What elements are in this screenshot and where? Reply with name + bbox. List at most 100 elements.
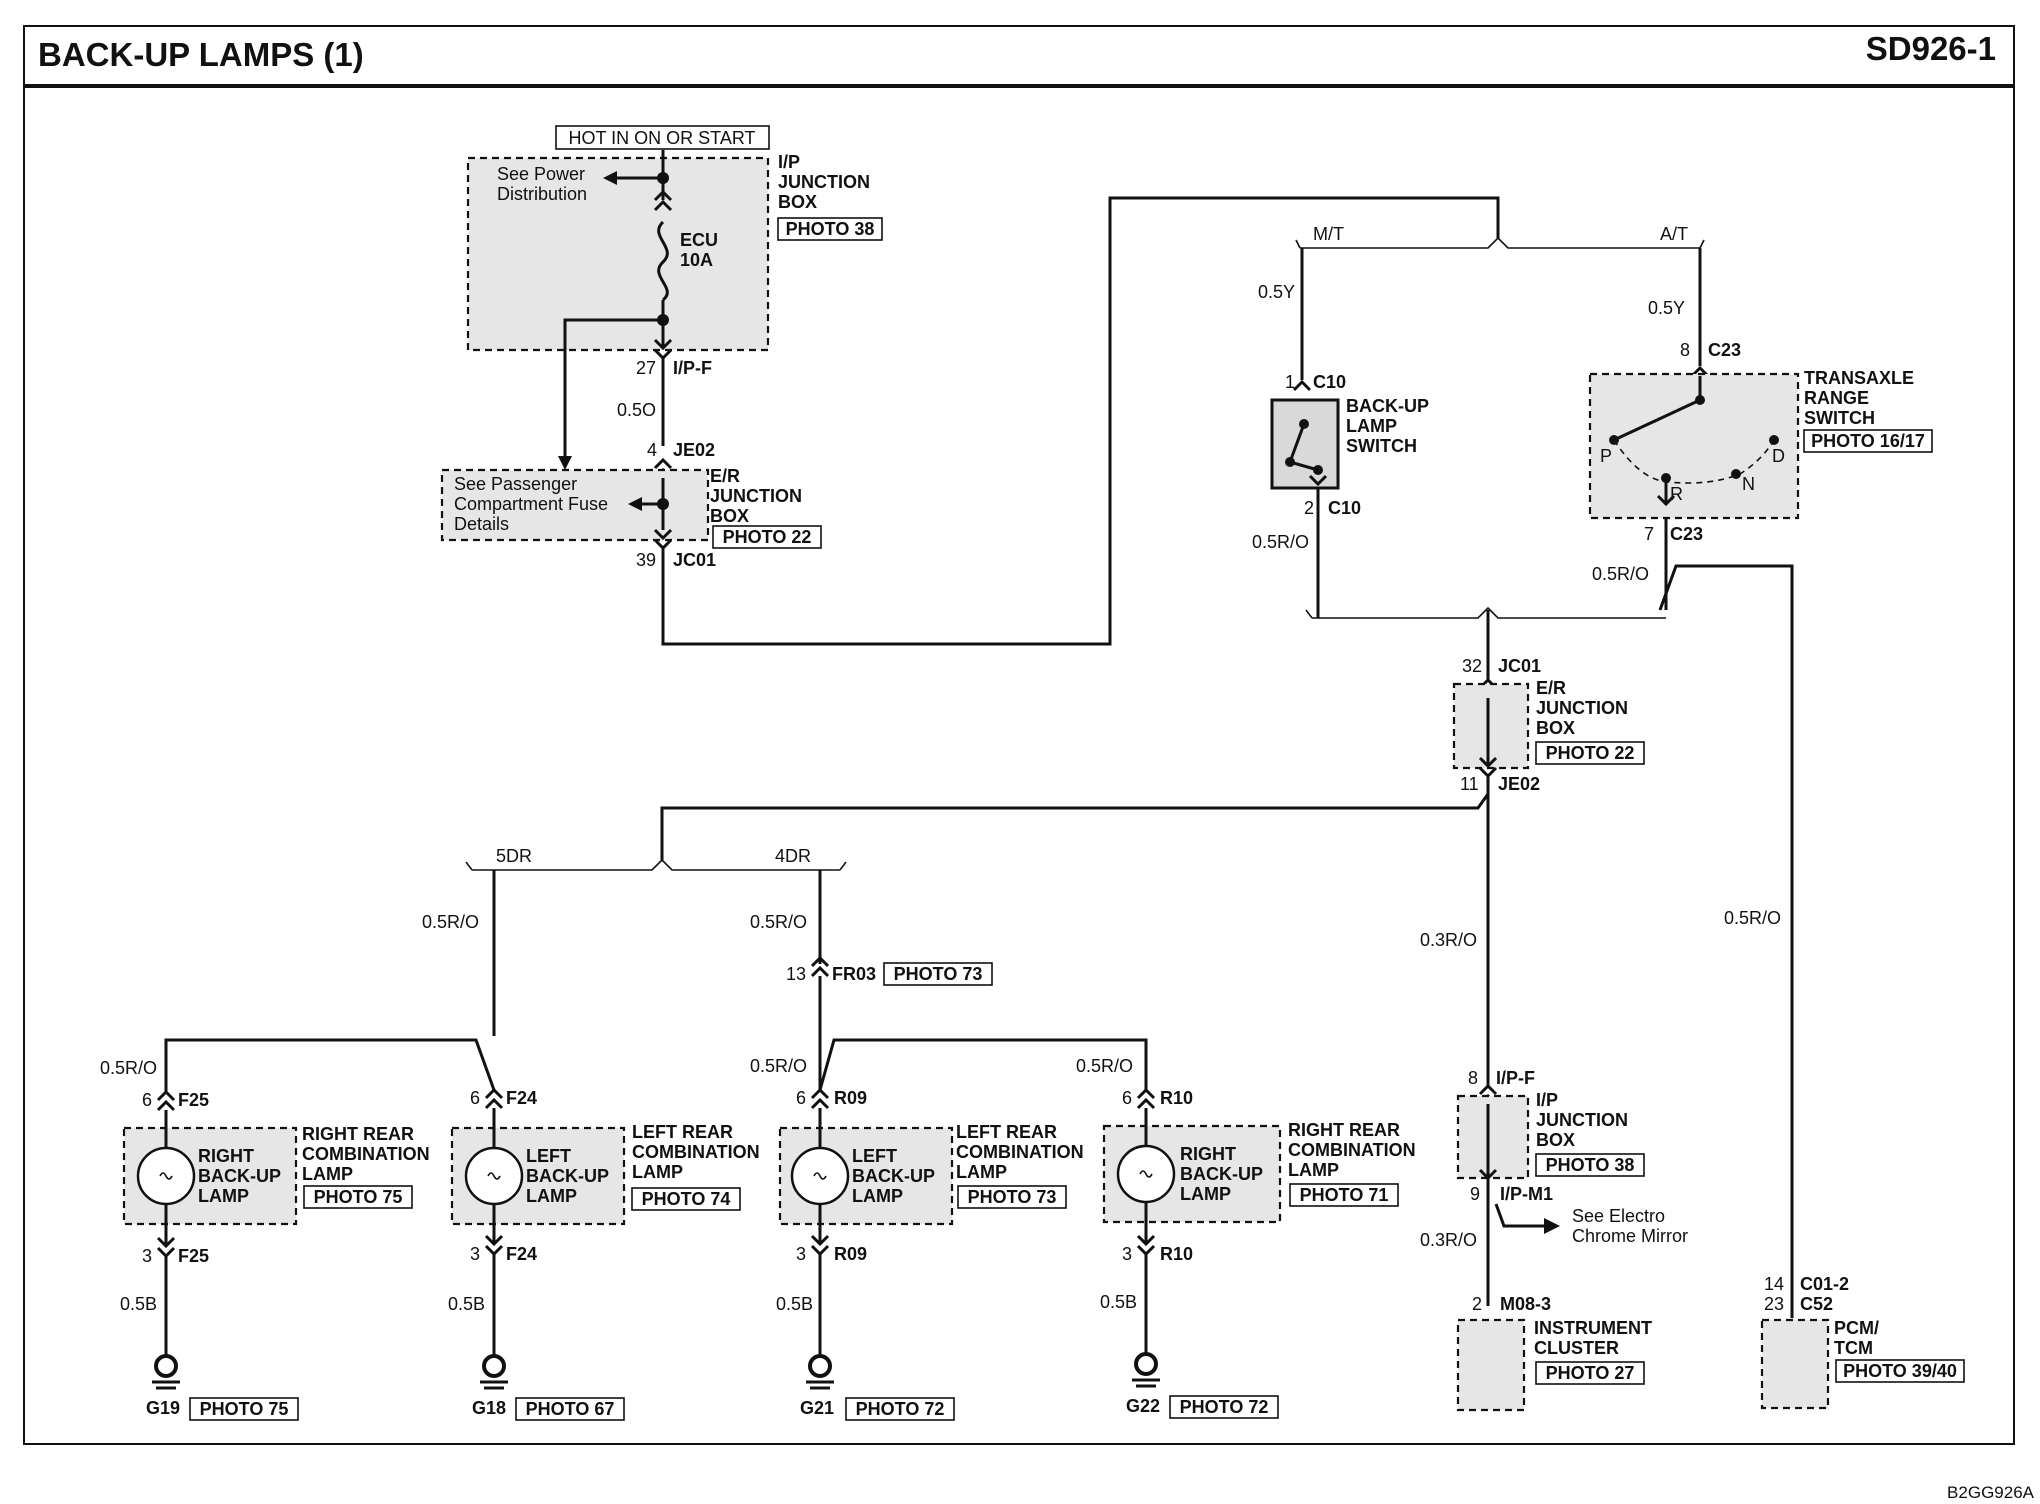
ip-jb-label-1: I/P [778,152,800,172]
diagram-label: G19 [146,1398,180,1418]
conn-jc01-mid: JC01 [1498,656,1541,676]
ip-jb-label-2: JUNCTION [778,172,870,192]
diagram-label: BACK-UP [526,1166,609,1186]
diagram-label: 0.5B [120,1294,157,1314]
wire-05ro-r09: 0.5R/O [750,1056,807,1076]
diagram-label: F25 [178,1246,209,1266]
see-pass-3: Details [454,514,509,534]
diagram-label: LAMP [526,1186,577,1206]
door-split [472,858,840,871]
diagram-label: LAMP [1180,1184,1231,1204]
lamp-right-4dr: 6 R10 RIGHT BACK-UP LAMP RIGHT REAR COMB… [1100,1087,1416,1419]
diagram-label: RIGHT [1180,1144,1236,1164]
label-at: A/T [1660,224,1688,244]
wire-05ro-mt: 0.5R/O [1252,532,1309,552]
pin-9: 9 [1470,1184,1480,1204]
diagram-label: 3 [142,1246,152,1266]
cluster-label-2: CLUSTER [1534,1338,1619,1358]
diagram-label: PHOTO 75 [200,1399,289,1419]
trs-label-3: SWITCH [1804,408,1875,428]
conn-c23-8: C23 [1708,340,1741,360]
see-mirror-1: See Electro [1572,1206,1665,1226]
wire-03ro-1: 0.3R/O [1420,930,1477,950]
er-jb-top-2: JUNCTION [710,486,802,506]
wire-05y-at: 0.5Y [1648,298,1685,318]
diagram-label: 6 [1122,1088,1132,1108]
er-jb-top-1: E/R [710,466,740,486]
ip-junction-box-top: HOT IN ON OR START See Power Distributio… [466,125,883,470]
pin-23: 23 [1764,1294,1784,1314]
diagram-label: PHOTO 73 [968,1187,1057,1207]
diagram-label: R09 [834,1088,867,1108]
diagram-label: RIGHT [198,1146,254,1166]
diagram-label: F25 [178,1090,209,1110]
wire-05y-mt: 0.5Y [1258,282,1295,302]
lamp-left-5dr: 6 F24 LEFT BACK-UP LAMP LEFT REAR COMBIN… [448,1087,760,1421]
backup-switch-1: BACK-UP [1346,396,1429,416]
er-junction-box-mid: E/R JUNCTION BOX PHOTO 22 [1452,677,1645,779]
diagram-label: R09 [834,1244,867,1264]
er-jb-mid-photo: PHOTO 22 [1546,743,1635,763]
er-jb-mid-1: E/R [1536,678,1566,698]
trs-label-1: TRANSAXLE [1804,368,1914,388]
diagram-label: 0.5B [448,1294,485,1314]
wire-05ro-r10: 0.5R/O [1076,1056,1133,1076]
ip-jb-photo: PHOTO 38 [786,219,875,239]
backup-switch-3: SWITCH [1346,436,1417,456]
page-code: SD926-1 [1866,30,1996,67]
see-pass-1: See Passenger [454,474,577,494]
er-jb-mid-2: JUNCTION [1536,698,1628,718]
diagram-label: 0.5B [1100,1292,1137,1312]
diagram-label: BACK-UP [852,1166,935,1186]
fuse-rating: 10A [680,250,713,270]
conn-c012: C01-2 [1800,1274,1849,1294]
pos-r: R [1670,484,1683,504]
diagram-label: COMBINATION [956,1142,1084,1162]
conn-ipm1: I/P-M1 [1500,1184,1553,1204]
fuse-symbol [657,220,669,302]
diagram-label: PHOTO 74 [642,1189,731,1209]
see-mirror-2: Chrome Mirror [1572,1226,1688,1246]
pin-8-c23: 8 [1680,340,1690,360]
diagram-label: G22 [1126,1396,1160,1416]
label-mt: M/T [1313,224,1344,244]
diagram-label: LEFT [852,1146,897,1166]
cluster-label-1: INSTRUMENT [1534,1318,1652,1338]
hot-label: HOT IN ON OR START [568,128,755,148]
conn-c52: C52 [1800,1294,1833,1314]
conn-c23-7: C23 [1670,524,1703,544]
pcm-label-2: TCM [1834,1338,1873,1358]
see-pass-2: Compartment Fuse [454,494,608,514]
conn-je02-mid: JE02 [1498,774,1540,794]
diagram-label: 6 [796,1088,806,1108]
wire-05o: 0.5O [617,400,656,420]
conn-fr03: FR03 [832,964,876,984]
diagram-label: PHOTO 72 [856,1399,945,1419]
diagram-label: 0.5B [776,1294,813,1314]
ip-jb-mid-3: BOX [1536,1130,1575,1150]
diagram-frame [23,25,2015,1445]
conn-jc01-top: JC01 [673,550,716,570]
diagram-label: 3 [470,1244,480,1264]
diagram-label: RIGHT REAR [302,1124,414,1144]
pin-8-ipf: 8 [1468,1068,1478,1088]
ip-jb-mid-2: JUNCTION [1536,1110,1628,1130]
pcm-tcm: PCM/ TCM PHOTO 39/40 [1760,1318,1965,1410]
fr03-photo: PHOTO 73 [894,964,983,984]
er-jb-top-3: BOX [710,506,749,526]
diagram-label: R10 [1160,1088,1193,1108]
wire-05ro-4dr: 0.5R/O [750,912,807,932]
wire-05ro-f25: 0.5R/O [100,1058,157,1078]
pin-11: 11 [1460,774,1479,794]
ip-jb-mid-photo: PHOTO 38 [1546,1155,1635,1175]
transaxle-range-switch: P R N D TRANSAXLE RANGE SWITCH PHOTO 16/… [1588,365,1933,520]
diagram-label: F24 [506,1088,537,1108]
pin-32: 32 [1462,656,1482,676]
diagram-label: COMBINATION [302,1144,430,1164]
wire-main-feed [661,196,1500,646]
er-junction-box-top: See Passenger Compartment Fuse Details E… [440,457,822,551]
pcm-label-1: PCM/ [1834,1318,1879,1338]
diagram-label: LEFT REAR [956,1122,1057,1142]
diagram-label: LAMP [198,1186,249,1206]
